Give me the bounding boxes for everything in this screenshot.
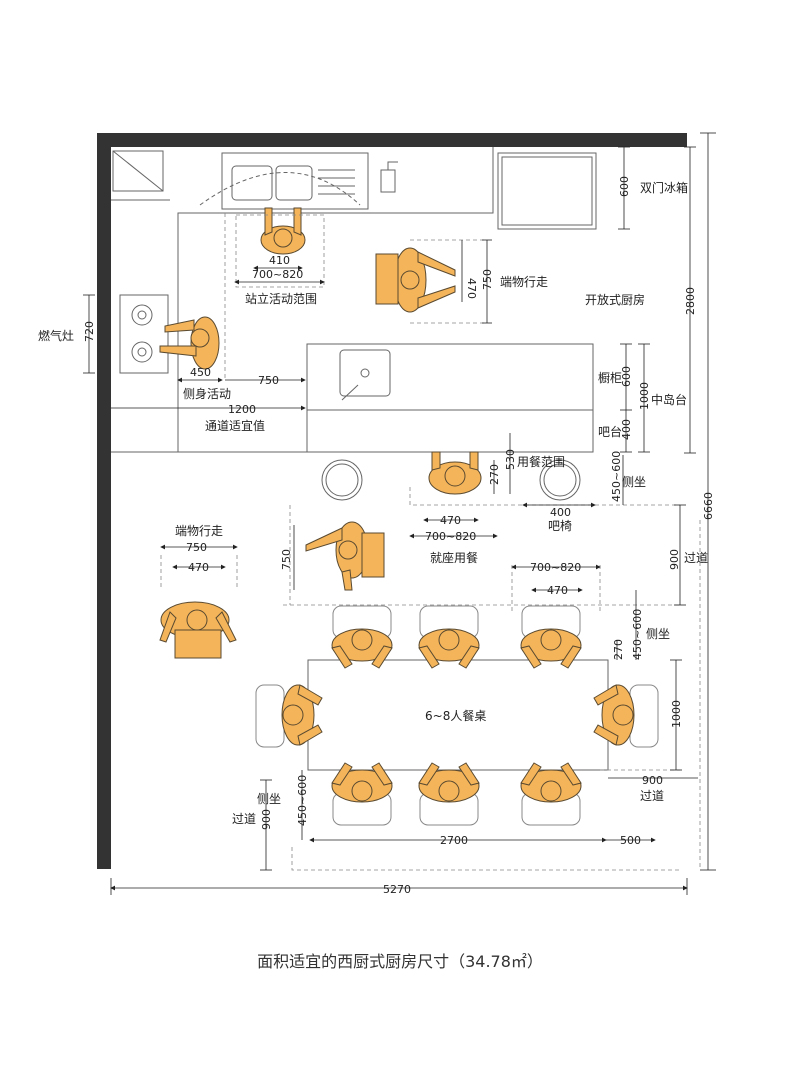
dim-bar-chair-400: 400 (550, 506, 571, 519)
corner-cabinet (112, 150, 164, 192)
person-seated (305, 521, 385, 591)
label-dining-range: 用餐范围 (517, 454, 565, 469)
dimension-lines (83, 132, 716, 895)
chairs (255, 605, 659, 826)
fridge-icon (497, 152, 597, 230)
dim-island-1000: 1000 (638, 382, 651, 410)
label-gas-stove: 燃气灶 (38, 328, 74, 343)
label-side-sit-top: 侧坐 (622, 475, 646, 489)
person-stove (159, 316, 220, 370)
label-open-kitchen: 开放式厨房 (585, 292, 645, 307)
bar-stools (321, 459, 581, 501)
label-side-sit-right: 侧坐 (646, 627, 670, 641)
dim-sink-range: 700~820 (252, 268, 303, 281)
dim-left-450-600: 450~600 (296, 775, 309, 826)
label-aisle-right: 过道 (684, 551, 708, 565)
label-cabinet: 橱柜 (598, 371, 622, 385)
diner-top-3 (520, 628, 582, 669)
dim-table-500: 500 (620, 834, 641, 847)
diner-top-2 (418, 628, 480, 669)
label-island: 中岛台 (651, 392, 687, 407)
label-carry-walk-top: 端物行走 (500, 275, 548, 289)
wall-top (97, 133, 687, 147)
label-aisle-value: 通道适宜值 (205, 418, 265, 433)
dim-carry-750: 750 (481, 269, 494, 290)
dim-stove-720: 720 (83, 321, 96, 342)
dim-kitchen-2800: 2800 (684, 287, 697, 315)
label-aisle-left: 过道 (232, 812, 256, 826)
label-stand-range: 站立活动范围 (245, 291, 317, 306)
caption: 面积适宜的西厨式厨房尺寸（34.78㎡） (257, 952, 543, 971)
wall-left (97, 133, 111, 869)
dim-side-450: 450 (190, 366, 211, 379)
label-carry-walk-left: 端物行走 (175, 524, 223, 538)
label-aisle-bottom-right: 过道 (640, 789, 664, 803)
faucet-icon (380, 161, 398, 193)
label-side-move: 侧身活动 (183, 386, 231, 401)
dim-total-width: 5270 (383, 883, 411, 896)
dim-left-900: 900 (260, 809, 273, 830)
sink (199, 152, 369, 210)
dim-side-450-600-top: 450~600 (610, 451, 623, 502)
dim-bar-400: 400 (620, 419, 633, 440)
diner-bottom-3 (520, 762, 582, 803)
diner-bottom-2 (418, 762, 480, 803)
person-carry-top (375, 247, 456, 313)
label-fridge: 双门冰箱 (640, 180, 688, 195)
floor-plan: 双门冰箱 开放式厨房 端物行走 站立活动范围 燃气灶 侧身活动 通道适宜值 橱柜… (38, 132, 716, 896)
dim-table-2700: 2700 (440, 834, 468, 847)
dim-right-900: 900 (642, 774, 663, 787)
label-bar-chair: 吧椅 (548, 519, 572, 533)
dim-seat-range: 700~820 (425, 530, 476, 543)
people (159, 207, 635, 803)
dimension-texts: 600 6660 2800 410 700~820 470 750 720 45… (83, 176, 715, 896)
stove-icon (119, 294, 169, 374)
dim-fridge-600: 600 (618, 176, 631, 197)
dim-table-1000: 1000 (670, 700, 683, 728)
dim-side-750: 750 (258, 374, 279, 387)
label-table: 6~8人餐桌 (425, 708, 486, 723)
dim-dining-530: 530 (504, 449, 517, 470)
dim-aisle-1200: 1200 (228, 403, 256, 416)
label-bar-counter: 吧台 (598, 424, 622, 439)
dim-total-height: 6660 (702, 492, 715, 520)
dim-walk-470: 470 (188, 561, 209, 574)
diner-right (593, 684, 635, 746)
dim-sink-410: 410 (269, 254, 290, 267)
person-bar (428, 451, 482, 495)
diner-bottom-1 (331, 762, 393, 803)
dim-seated-750: 750 (280, 549, 293, 570)
person-sink (260, 207, 306, 255)
dim-dining-270: 270 (488, 464, 501, 485)
kitchen-counters (111, 147, 494, 453)
dim-aisle-900: 900 (668, 549, 681, 570)
dim-cab-600: 600 (620, 366, 633, 387)
label-side-sit-left: 侧坐 (257, 792, 281, 806)
guide-lines (160, 213, 701, 871)
dim-table-470: 470 (547, 584, 568, 597)
person-walk-left (159, 601, 237, 659)
dim-right-270: 270 (612, 639, 625, 660)
labels: 双门冰箱 开放式厨房 端物行走 站立活动范围 燃气灶 侧身活动 通道适宜值 橱柜… (38, 180, 708, 826)
dim-seat-470: 470 (440, 514, 461, 527)
dim-right-450-600: 450~600 (631, 609, 644, 660)
diner-top-1 (331, 628, 393, 669)
dim-walk-750: 750 (186, 541, 207, 554)
island-counter (306, 343, 594, 453)
label-seated-dining: 就座用餐 (430, 550, 478, 565)
diner-left (281, 684, 323, 746)
dim-table-range: 700~820 (530, 561, 581, 574)
dim-carry-470: 470 (465, 278, 478, 299)
